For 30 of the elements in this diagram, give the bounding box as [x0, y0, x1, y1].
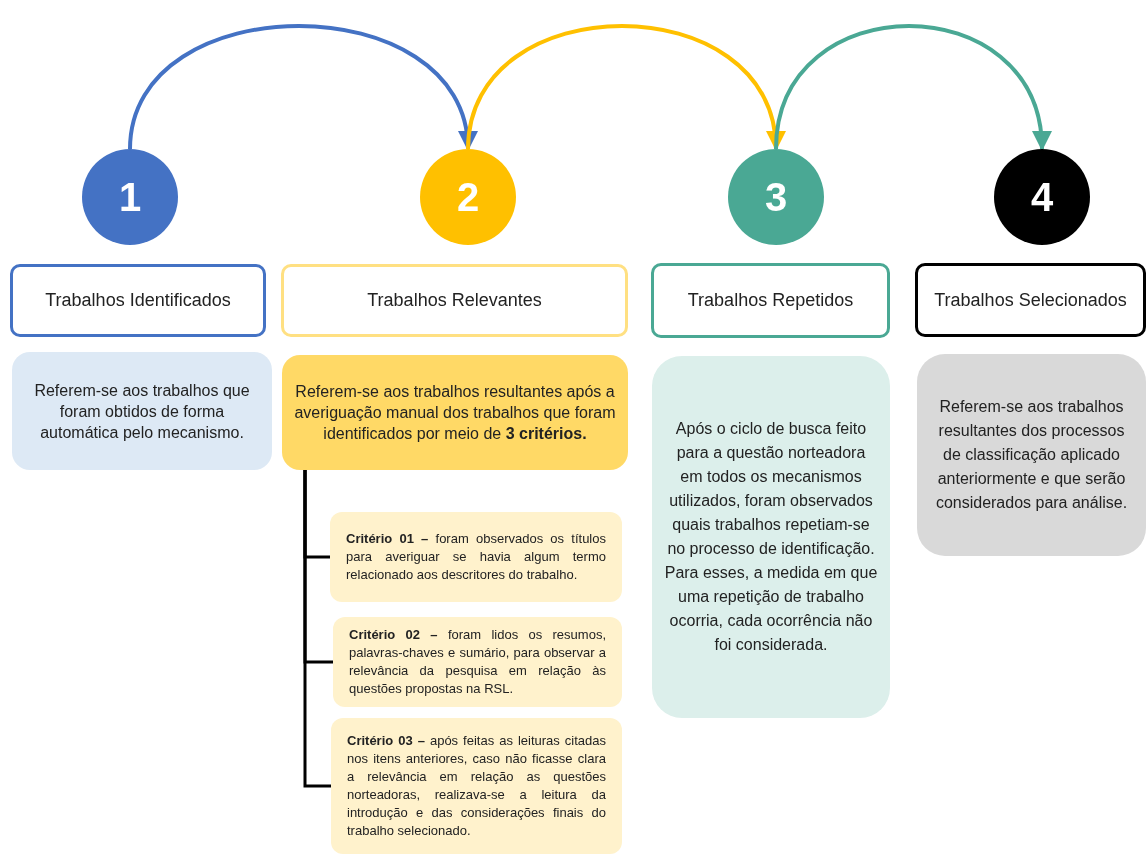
description-text: Referem-se aos trabalhos que foram obtidos de forma automática pelo mecanismo.: [33, 380, 251, 443]
description-text: Referem-se aos trabalhos resultantes após a averiguação manual dos trabalhos que foram identificados por meio de 3 critérios.: [294, 382, 616, 444]
description-card: [282, 355, 628, 470]
stage-title: Trabalhos Identificados: [44, 289, 232, 312]
step-number: 1: [117, 174, 143, 221]
criterion-text: Critério 03 – após feitas as leituras citadas nos itens anteriores, caso não ficasse clara a relevância em relação as questões norteadoras, realizava-se a leitura da introdução e das considerações finais do trabalho selecionado.: [347, 732, 606, 840]
description-text: Após o ciclo de busca feito para a questão norteadora em todos os mecanismos utilizados, foram observados quais trabalhos repetiam-se no processo de identificação. Para esses, a medida em que uma repetição de trabalho ocorria, cada ocorrência não foi considerada.: [664, 419, 878, 655]
step-number: 2: [455, 174, 481, 221]
stage-header-box: [915, 263, 1146, 337]
criterion-text: Critério 02 – foram lidos os resumos, palavras-chaves e sumário, para observar a relevância da pesquisa em relação às questões propostas na RSL.: [349, 626, 606, 698]
stage-header-box: [651, 263, 890, 338]
description-card: [917, 354, 1146, 556]
description-card: [652, 356, 890, 718]
curved-arrow: [774, 24, 1050, 151]
criterion-card: [331, 718, 622, 854]
description-text: Referem-se aos trabalhos resultantes dos processos de classificação aplicado anteriormente e que serão considerados para análise.: [934, 397, 1129, 513]
criterion-text: Critério 01 – foram observados os títulos para averiguar se havia algum termo relacionado aos descritores do trabalho.: [346, 530, 606, 584]
stage-header-box: [281, 264, 628, 337]
stage-title: Trabalhos Selecionados: [933, 288, 1128, 312]
criterion-card: [330, 512, 622, 602]
description-card: [12, 352, 272, 470]
bracket-line: [303, 470, 331, 788]
stage-header-box: [10, 264, 266, 337]
step-number: 3: [763, 174, 789, 221]
step-number: 4: [1029, 174, 1055, 221]
curved-arrow: [128, 24, 475, 151]
criterion-card: [333, 617, 622, 707]
stage-title: Trabalhos Relevantes: [366, 289, 543, 312]
curved-arrow: [466, 24, 783, 151]
stage-title: Trabalhos Repetidos: [686, 289, 855, 312]
